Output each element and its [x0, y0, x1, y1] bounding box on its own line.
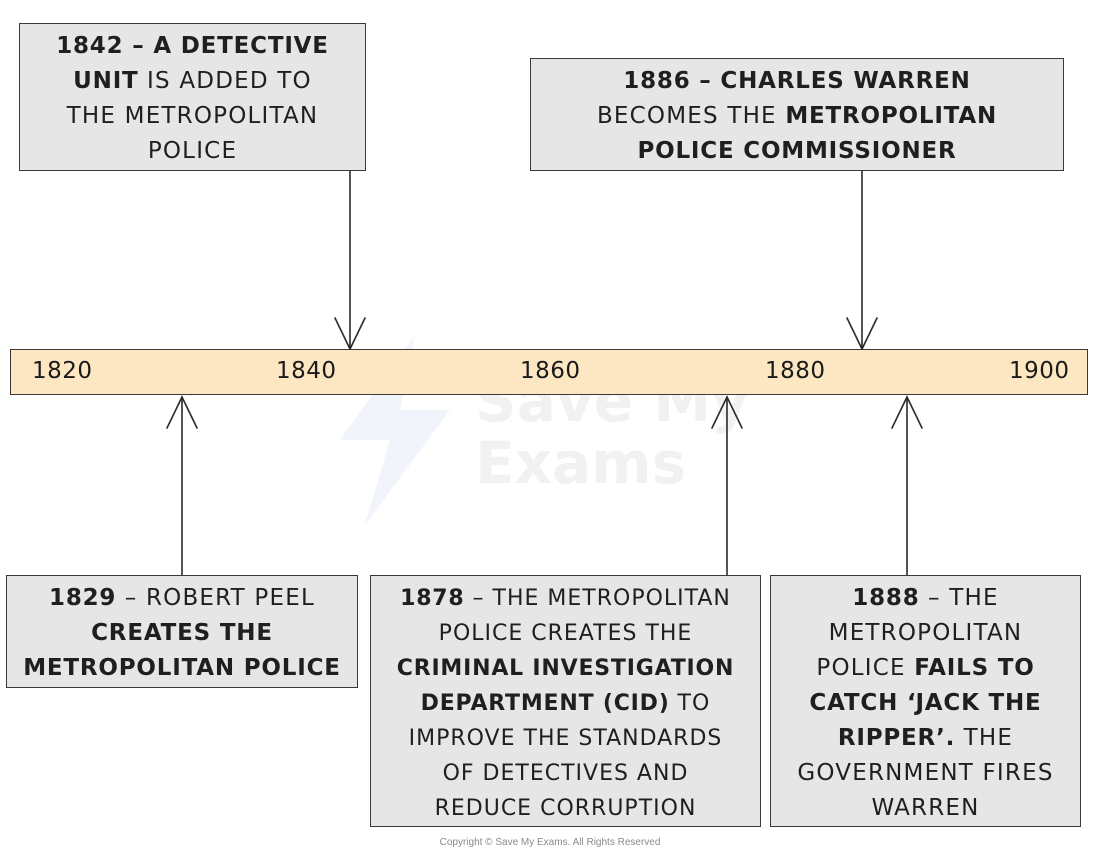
arrowhead-1878 [711, 395, 743, 429]
event-1888-line-5: RIPPER’. THE [837, 725, 1014, 751]
event-1886-line-3: POLICE COMMISSIONER [637, 138, 957, 164]
event-1878-line-4: DEPARTMENT (CID) TO [420, 691, 711, 716]
event-1888-line-7: WARREN [871, 795, 980, 821]
year-label-1820: 1820 [32, 358, 93, 384]
event-1842-line-2: UNIT IS ADDED TO [73, 68, 312, 94]
arrowhead-1829 [166, 395, 198, 429]
event-1878-line-3: CRIMINAL INVESTIGATION [396, 656, 735, 681]
event-1878-year: 1878 [400, 586, 465, 611]
event-1842-year: 1842 [56, 33, 124, 59]
event-1886-line-1: 1886 – CHARLES WARREN [623, 68, 971, 94]
event-1878-line-6: OF DETECTIVES AND [442, 761, 689, 786]
event-1888-line-3: POLICE FAILS TO [816, 655, 1035, 681]
year-label-1860: 1860 [520, 358, 581, 384]
event-1888-line-4: CATCH ‘JACK THE [809, 690, 1042, 716]
event-1842-line-3: THE METROPOLITAN [66, 103, 319, 129]
event-1886-line-2: BECOMES THE METROPOLITAN [596, 103, 998, 129]
event-1842-line-4: POLICE [147, 138, 238, 164]
event-1888-line-1: 1888 – THE [852, 585, 999, 611]
event-1878-line-2: POLICE CREATES THE [438, 621, 693, 646]
event-1878-line-5: IMPROVE THE STANDARDS [408, 726, 723, 751]
event-1888-year: 1888 [852, 585, 920, 611]
event-1829-line-1: 1829 – ROBERT PEEL [49, 585, 315, 611]
timeline-bar [10, 349, 1088, 395]
event-1829-year: 1829 [49, 585, 117, 611]
event-box-1842: 1842 – A DETECTIVE UNIT IS ADDED TO THE … [19, 23, 366, 171]
event-1888-line-6: GOVERNMENT FIRES [797, 760, 1054, 786]
event-1829-line-3: METROPOLITAN POLICE [23, 655, 341, 681]
arrowhead-1888 [891, 395, 923, 429]
event-1878-line-7: REDUCE CORRUPTION [434, 796, 697, 821]
event-box-1888: 1888 – THE METROPOLITAN POLICE FAILS TO … [770, 575, 1081, 827]
event-1829-line-2: CREATES THE [91, 620, 273, 646]
year-label-1880: 1880 [765, 358, 826, 384]
event-box-1886: 1886 – CHARLES WARREN BECOMES THE METROP… [530, 58, 1064, 171]
event-1878-line-1: 1878 – THE METROPOLITAN [400, 586, 731, 611]
year-label-1840: 1840 [276, 358, 337, 384]
event-1888-line-2: METROPOLITAN [828, 620, 1023, 646]
event-box-1878: 1878 – THE METROPOLITAN POLICE CREATES T… [370, 575, 761, 827]
event-1842-line-1: 1842 – A DETECTIVE [56, 33, 329, 59]
year-label-1900: 1900 [1009, 358, 1070, 384]
copyright-notice: Copyright © Save My Exams. All Rights Re… [439, 837, 661, 848]
event-box-1829: 1829 – ROBERT PEEL CREATES THE METROPOLI… [6, 575, 358, 688]
